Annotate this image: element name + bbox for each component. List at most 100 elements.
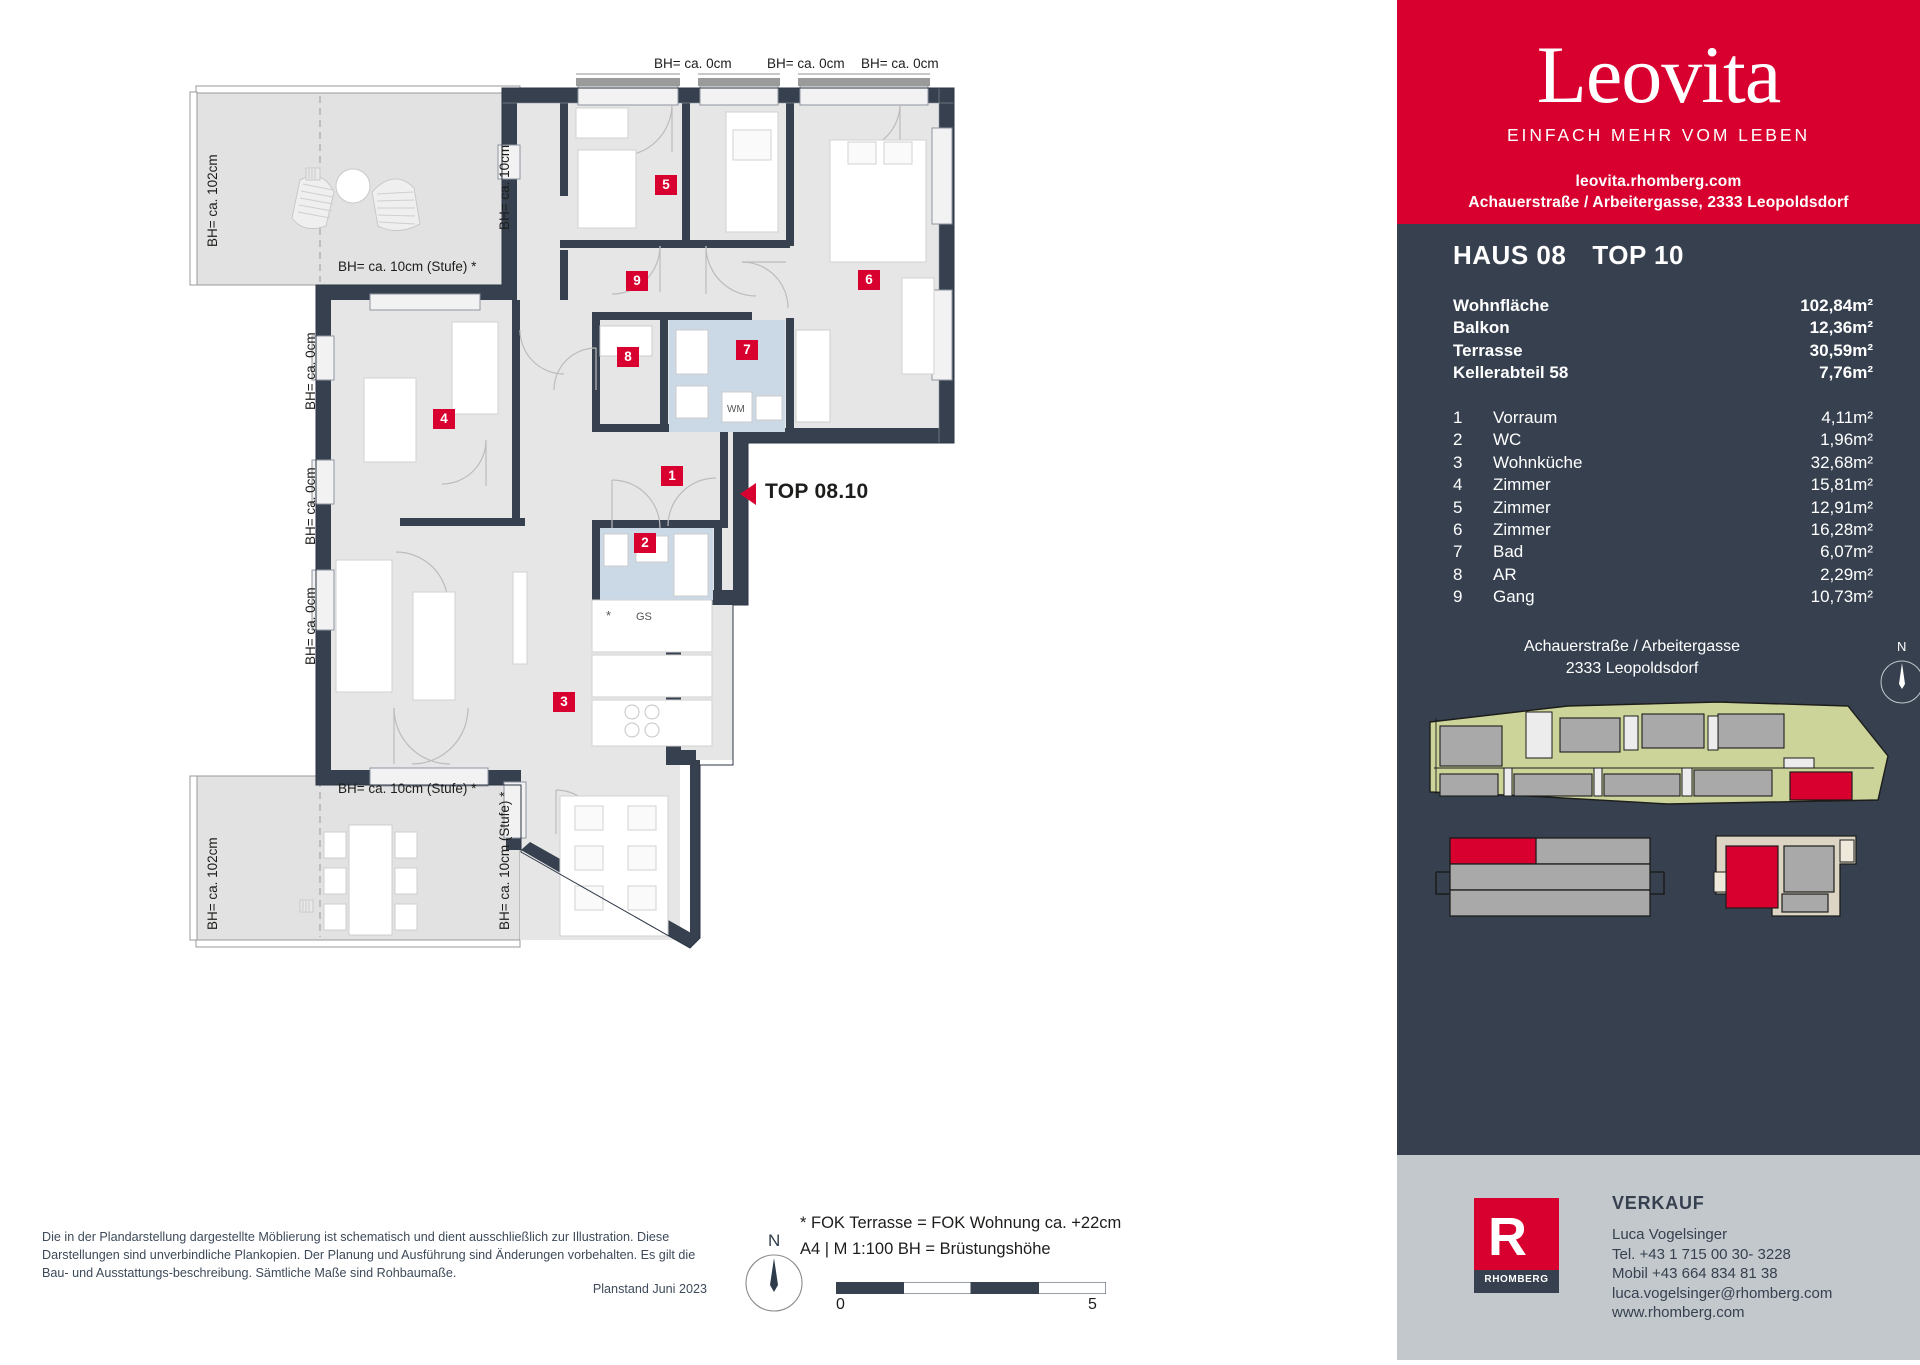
- unit-house: HAUS 08: [1453, 240, 1567, 270]
- area-row: Terrasse 30,59m²: [1453, 341, 1873, 363]
- brand-header: Leovita EINFACH MEHR VOM LEBEN leovita.r…: [1397, 0, 1920, 224]
- top-callout-label: TOP 08.10: [765, 480, 869, 503]
- svg-text:N: N: [768, 1231, 780, 1250]
- room-badge-4: 4: [433, 409, 455, 429]
- table-row: 3 Wohnküche 32,68m²: [1453, 453, 1873, 475]
- room-name: Vorraum: [1493, 408, 1558, 427]
- compass-north-label: N: [1897, 639, 1906, 654]
- rhomberg-logo-mark-bg: [1474, 1198, 1559, 1270]
- room-badge-6: 6: [858, 270, 880, 290]
- area-row: Balkon 12,36m²: [1453, 318, 1873, 340]
- room-name: Bad: [1493, 542, 1524, 562]
- area-label: Balkon: [1453, 318, 1510, 338]
- legend-scale-note: A4 | M 1:100 BH = Brüstungshöhe: [800, 1240, 1051, 1258]
- room-number: 2: [1453, 430, 1463, 450]
- sales-contact-text: VERKAUF Luca Vogelsinger Tel. +43 1 715 …: [1612, 1193, 1832, 1323]
- svg-text:GS: GS: [636, 611, 652, 623]
- terrace-lower: [189, 775, 521, 948]
- sales-email[interactable]: luca.vogelsinger@rhomberg.com: [1612, 1284, 1833, 1302]
- unit-top: TOP 10: [1592, 240, 1684, 270]
- room-badge-5: 5: [655, 175, 677, 195]
- top-callout-arrow-icon: [740, 483, 756, 505]
- furniture-room6: [829, 139, 935, 375]
- area-label: Kellerabteil 58: [1453, 362, 1569, 382]
- area-label: Wohnfläche: [1453, 296, 1550, 315]
- table-row: 9 Gang 10,73m²: [1453, 587, 1873, 609]
- brand-url[interactable]: leovita.rhomberg.com: [1575, 173, 1742, 190]
- scale-max-label: 5: [1088, 1296, 1097, 1313]
- bh-label-vert-0cm-c: BH= ca. 0cm: [303, 587, 318, 665]
- scale-bar: [836, 1282, 1106, 1294]
- room-number: 3: [1453, 452, 1463, 472]
- room-area: 1,96m²: [1820, 430, 1873, 450]
- room-badge-9: 9: [626, 271, 648, 291]
- room-name: Zimmer: [1493, 497, 1551, 517]
- furniture-room4: [335, 321, 528, 701]
- bh-label-vert-10cm: BH= ca. 10cm: [497, 144, 512, 230]
- svg-text:*: *: [606, 608, 611, 623]
- building-section-diagram: [1435, 837, 1665, 917]
- svg-text:WM: WM: [727, 404, 745, 415]
- sales-contact-block: R RHOMBERG VERKAUF Luca Vogelsinger Tel.…: [1397, 1155, 1920, 1360]
- building-diagrams: [1435, 835, 1857, 917]
- area-row: Kellerabteil 58 7,76m²: [1453, 363, 1873, 385]
- bh-label-vert-0cm-a: BH= ca. 0cm: [303, 332, 318, 410]
- site-plan-highlight: [1789, 771, 1853, 801]
- room-schedule-table: 1 Vorraum 4,11m² 2 WC 1,96m² 3 Wohnküche…: [1453, 408, 1873, 610]
- bh-label-vert-0cm-b: BH= ca. 0cm: [303, 467, 318, 545]
- sales-phone[interactable]: Tel. +43 1 715 00 30- 3228: [1612, 1245, 1791, 1263]
- room-name: WC: [1493, 430, 1522, 450]
- scale-min-label: 0: [836, 1296, 845, 1313]
- sales-mobile[interactable]: Mobil +43 664 834 81 38: [1612, 1265, 1778, 1283]
- brand-address: Achauerstraße / Arbeitergasse, 2333 Leop…: [1468, 194, 1849, 211]
- table-row: 2 WC 1,96m²: [1453, 430, 1873, 452]
- sales-heading: VERKAUF: [1612, 1193, 1705, 1213]
- area-value: 7,76m²: [1819, 362, 1873, 382]
- window-sills: [576, 78, 930, 86]
- rhomberg-logo-wordmark: RHOMBERG: [1484, 1274, 1549, 1285]
- site-city: 2333 Leopoldsdorf: [1565, 660, 1699, 677]
- room-area: 2,29m²: [1820, 564, 1873, 584]
- site-address-block: Achauerstraße / Arbeitergasse 2333 Leopo…: [1397, 636, 1867, 680]
- floorplan-drawing: WM * GS BH= ca. 0cm BH= ca. 0cm BH= ca. …: [42, 56, 1121, 1321]
- brand-logo-text: Leovita: [1536, 29, 1781, 120]
- table-row: 1 Vorraum 4,11m²: [1453, 408, 1873, 430]
- area-label: Terrasse: [1453, 340, 1523, 360]
- bh-label-top-2: BH= ca. 0cm: [767, 56, 845, 71]
- bh-label-top-3: BH= ca. 0cm: [861, 56, 939, 71]
- furniture-room3: [559, 599, 713, 937]
- bh-label-terrace-lower: BH= ca. 102cm: [205, 837, 220, 930]
- area-row: Wohnfläche 102,84m²: [1453, 296, 1873, 318]
- building-plan-key-diagram: [1713, 835, 1857, 917]
- table-row: 5 Zimmer 12,91m²: [1453, 498, 1873, 520]
- room-number: 9: [1453, 587, 1463, 607]
- room-number: 4: [1453, 475, 1463, 495]
- room-badge-8: 8: [617, 347, 639, 367]
- rhomberg-logo: R RHOMBERG: [1474, 1198, 1559, 1293]
- room-area: 15,81m²: [1810, 475, 1873, 495]
- bh-label-terrace-upper: BH= ca. 102cm: [205, 154, 220, 247]
- room-number: 8: [1453, 564, 1463, 584]
- room-number: 6: [1453, 519, 1463, 539]
- room-number: 1: [1453, 408, 1463, 427]
- sales-contact-name: Luca Vogelsinger: [1612, 1226, 1728, 1243]
- table-row: 4 Zimmer 15,81m²: [1453, 475, 1873, 497]
- sales-website[interactable]: www.rhomberg.com: [1612, 1304, 1745, 1322]
- table-row: 7 Bad 6,07m²: [1453, 542, 1873, 564]
- site-plan-thumbnail[interactable]: [1418, 700, 1898, 810]
- room-badge-7: 7: [736, 340, 758, 360]
- compass-rose-sidebar: N: [1875, 638, 1920, 715]
- room-badge-3: 3: [553, 692, 575, 712]
- plan-legend: * FOK Terrasse = FOK Wohnung ca. +22cm A…: [800, 1210, 1121, 1262]
- disclaimer-text: Die in der Plandarstellung dargestellte …: [42, 1230, 696, 1280]
- room-name: Zimmer: [1493, 519, 1551, 539]
- site-street: Achauerstraße / Arbeitergasse: [1523, 638, 1741, 655]
- room-number: 5: [1453, 497, 1463, 517]
- info-sidebar: Leovita EINFACH MEHR VOM LEBEN leovita.r…: [1397, 0, 1920, 1360]
- furniture-bath: [603, 329, 831, 597]
- room-area: 10,73m²: [1810, 587, 1873, 607]
- area-value: 102,84m²: [1800, 296, 1873, 315]
- table-row: 6 Zimmer 16,28m²: [1453, 520, 1873, 542]
- compass-rose-plan: N: [740, 1230, 810, 1321]
